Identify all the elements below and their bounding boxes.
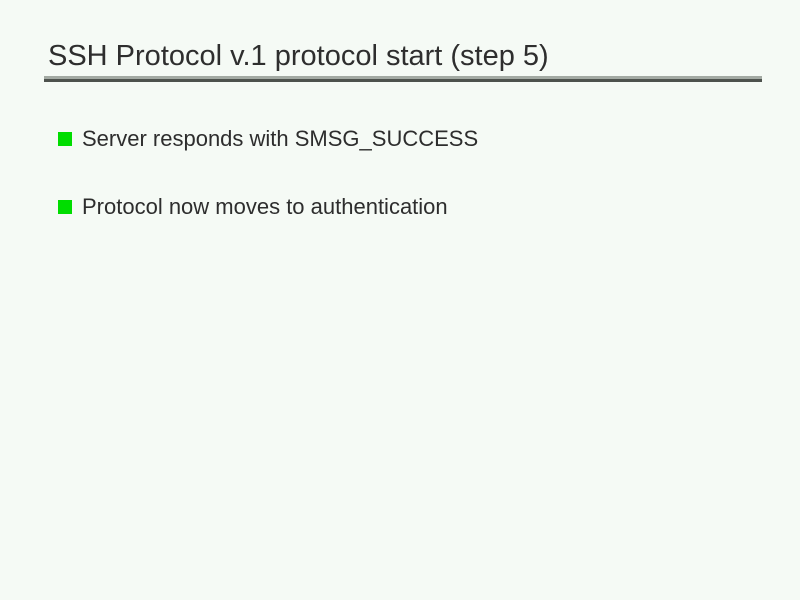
bullet-text: Protocol now moves to authentication [82, 194, 448, 219]
title-rule [44, 76, 762, 82]
bullet-square-icon [58, 200, 72, 214]
bullet-item: Protocol now moves to authentication [58, 192, 448, 222]
bullet-square-icon [58, 132, 72, 146]
bullet-item: Server responds with SMSG_SUCCESS [58, 124, 478, 154]
bullet-text: Server responds with SMSG_SUCCESS [82, 126, 479, 151]
slide-title: SSH Protocol v.1 protocol start (step 5) [48, 40, 549, 72]
